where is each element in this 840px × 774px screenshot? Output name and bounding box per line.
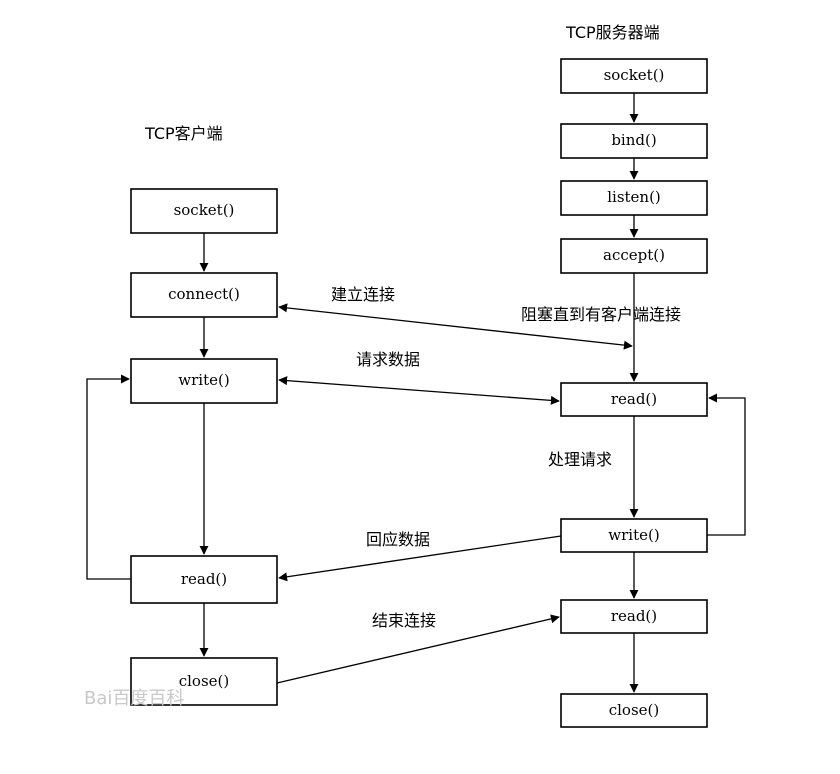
arrow-server-loop (707, 393, 746, 536)
client-connect-label: connect() (168, 285, 240, 303)
server-read-label: read() (611, 390, 657, 408)
server-accept-node: accept() (560, 238, 708, 274)
server-write-node: write() (560, 518, 708, 553)
server-bind-label: bind() (611, 131, 656, 149)
label-process: 处理请求 (548, 450, 612, 469)
label-block: 阻塞直到有客户端连接 (521, 305, 681, 324)
label-reply: 回应数据 (366, 530, 430, 549)
label-establish: 建立连接 (331, 285, 395, 304)
server-close-label: close() (609, 701, 660, 719)
client-socket-label: socket() (174, 201, 235, 219)
server-listen-node: listen() (560, 180, 708, 216)
client-read-node: read() (130, 555, 278, 604)
server-close-node: close() (560, 693, 708, 728)
client-write-label: write() (178, 371, 229, 389)
server-read2-label: read() (611, 607, 657, 625)
arrow-establish-connection (278, 303, 633, 350)
label-request: 请求数据 (356, 350, 420, 369)
client-read-label: read() (181, 570, 227, 588)
server-title: TCP服务器端 (565, 23, 660, 42)
arrow-client-loop (86, 374, 131, 580)
baidu-watermark: Bai百度百科 (84, 688, 184, 709)
client-close-node: close() (130, 657, 278, 706)
arrow-reply-data (278, 535, 562, 582)
client-close-label: close() (179, 672, 230, 690)
client-connect-node: connect() (130, 272, 278, 318)
label-end: 结束连接 (372, 611, 436, 630)
server-accept-label: accept() (603, 246, 665, 264)
server-write-label: write() (608, 526, 659, 544)
server-bind-node: bind() (560, 123, 708, 159)
client-write-node: write() (130, 358, 278, 404)
arrow-end-connection (276, 614, 560, 684)
client-title: TCP客户端 (144, 124, 223, 143)
client-socket-node: socket() (130, 188, 278, 234)
server-read-node: read() (560, 382, 708, 417)
server-socket-label: socket() (604, 66, 665, 84)
server-read2-node: read() (560, 599, 708, 634)
arrow-request-data (278, 376, 560, 405)
server-socket-node: socket() (560, 58, 708, 94)
server-listen-label: listen() (607, 188, 661, 206)
